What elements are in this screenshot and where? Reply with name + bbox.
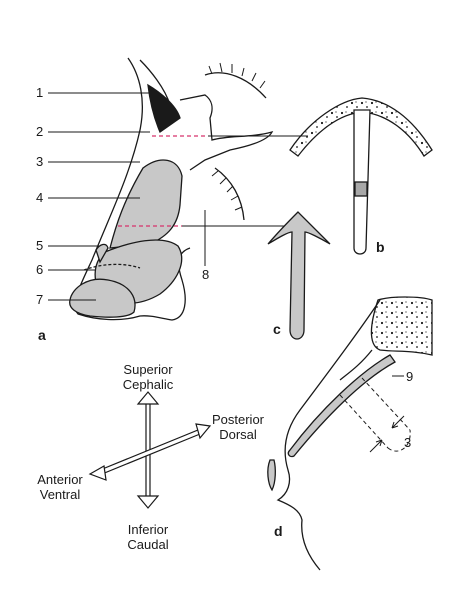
panel-label-a: a bbox=[38, 327, 46, 343]
label-ventral: Ventral bbox=[39, 487, 81, 502]
callout-6: 6 bbox=[36, 262, 44, 277]
label-superior: Superior bbox=[123, 362, 173, 377]
callout-8: 8 bbox=[202, 267, 210, 282]
callout-3: 3 bbox=[36, 154, 44, 169]
nasal-bone bbox=[147, 83, 181, 133]
panel-label-d: d bbox=[274, 523, 283, 539]
crus-fold-line bbox=[83, 263, 141, 271]
panel-d-sagittal-detail bbox=[267, 296, 433, 571]
eyelash-strokes-lower bbox=[211, 170, 243, 211]
inner-outline-d bbox=[339, 349, 373, 381]
sesamoid-cartilage bbox=[95, 243, 109, 264]
arrowhead-superior bbox=[136, 391, 160, 405]
callout-1: 1 bbox=[36, 85, 44, 100]
eyelashes-upper bbox=[204, 72, 267, 99]
orientation-compass bbox=[88, 391, 212, 509]
callout-7: 7 bbox=[36, 292, 44, 307]
eyelashes-lower bbox=[214, 167, 245, 221]
septum-t-shape bbox=[267, 211, 331, 340]
panel-label-b: b bbox=[376, 239, 385, 255]
panel-label-c: c bbox=[273, 321, 281, 337]
label-inferior: Inferior bbox=[127, 522, 169, 537]
arrow-lower-d bbox=[369, 439, 383, 453]
label-dorsal: Dorsal bbox=[219, 427, 257, 442]
panel-a-nose-lateral bbox=[48, 57, 308, 321]
arrow-upper-d bbox=[391, 415, 405, 429]
graft-dashed-d bbox=[339, 377, 411, 452]
facial-profile-outline bbox=[74, 57, 191, 321]
callout-5: 5 bbox=[36, 238, 44, 253]
maxilla-frontal-process bbox=[179, 94, 274, 171]
label-posterior: Posterior bbox=[211, 412, 265, 427]
label-anterior-ventral: Anterior Ventral bbox=[20, 472, 100, 502]
septum-cartilage-marker bbox=[354, 181, 368, 197]
callout-2: 2 bbox=[36, 124, 44, 139]
callout-9: 9 bbox=[406, 369, 414, 384]
profile-outline-d bbox=[276, 299, 381, 571]
eyelash-strokes-upper bbox=[208, 62, 266, 89]
label-cephalic: Cephalic bbox=[122, 377, 174, 392]
arrowhead-inferior bbox=[136, 495, 160, 509]
arrowhead-anterior bbox=[88, 465, 107, 481]
septal-strut-d bbox=[287, 354, 396, 458]
panel-c-septum-section bbox=[267, 211, 331, 340]
medial-crus bbox=[69, 278, 136, 318]
label-superior-cephalic: Superior Cephalic bbox=[100, 362, 196, 392]
bone-region-d bbox=[370, 296, 433, 356]
panel-b-coronal-section bbox=[289, 97, 433, 255]
label-anterior: Anterior bbox=[37, 472, 83, 487]
callout-4: 4 bbox=[36, 190, 44, 205]
label-posterior-dorsal: Posterior Dorsal bbox=[198, 412, 278, 442]
label-caudal: Caudal bbox=[127, 537, 169, 552]
arrowhead-posterior bbox=[195, 423, 212, 440]
label-inferior-caudal: Inferior Caudal bbox=[104, 522, 192, 552]
nasal-bone-arch bbox=[289, 97, 433, 157]
tip-cartilage-d bbox=[267, 459, 276, 492]
callout-3-detail: 3 bbox=[404, 435, 412, 450]
upper-lateral-cartilage bbox=[109, 159, 183, 249]
